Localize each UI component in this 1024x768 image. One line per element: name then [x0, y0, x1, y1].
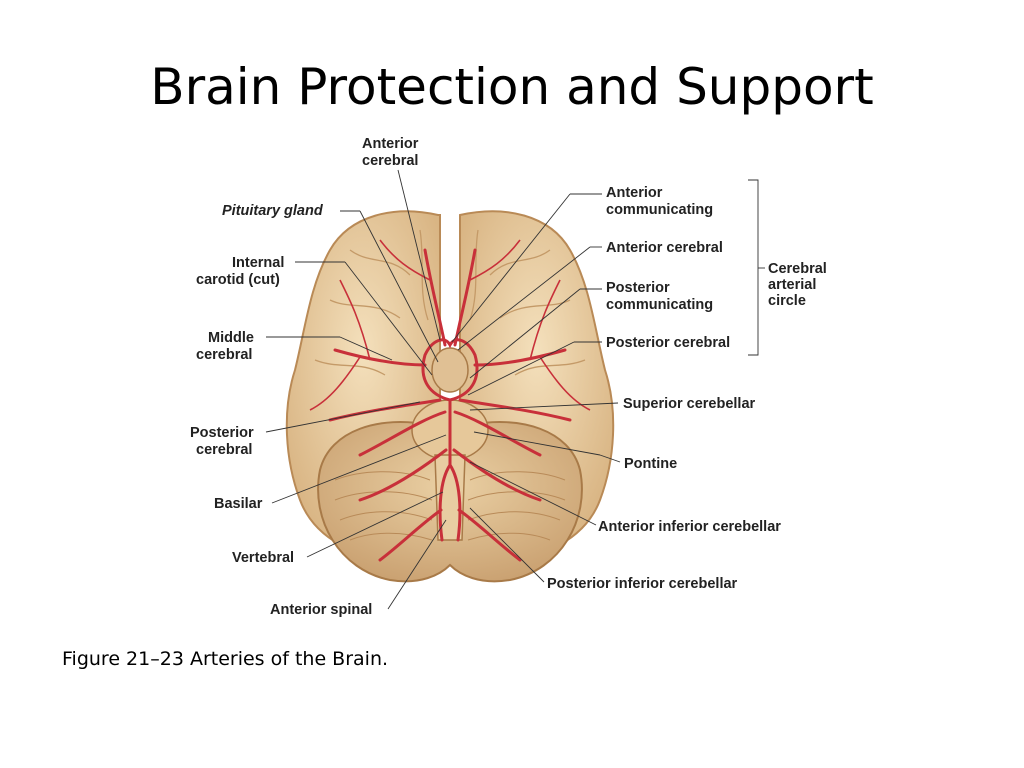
figure-caption: Figure 21–23 Arteries of the Brain. [62, 648, 389, 670]
aica-right [452, 448, 542, 502]
middle-cerebral-artery-right [473, 348, 567, 367]
label-vertebral: Vertebral [232, 550, 294, 566]
label-posterior-inferior-cerebellar: Posterior inferior cerebellar [547, 576, 738, 592]
superior-cerebellar-left [358, 410, 447, 457]
pica-left [378, 508, 443, 562]
aica-left [358, 448, 448, 502]
label-posterior-cerebral-left: Posterior cerebral [190, 425, 258, 458]
label-pituitary-gland: Pituitary gland [222, 203, 324, 219]
label-superior-cerebellar: Superior cerebellar [623, 396, 756, 412]
anterior-cerebral-artery-left [423, 248, 447, 347]
label-posterior-cerebral-right: Posterior cerebral [606, 335, 730, 351]
superior-cerebellar-right [453, 410, 542, 457]
middle-cerebral-artery-left [333, 348, 427, 367]
label-anterior-communicating: Anterior communicating [606, 185, 713, 218]
label-cerebral-arterial-circle: Cerebral arterial circle [768, 261, 831, 309]
label-anterior-cerebral-right: Anterior cerebral [606, 240, 723, 256]
pituitary-gland-shape [431, 347, 469, 393]
anterior-cerebral-artery-right [453, 248, 477, 347]
label-pontine: Pontine [624, 456, 677, 472]
label-middle-cerebral: Middle cerebral [196, 330, 258, 363]
pica-right [457, 508, 522, 562]
slide-title: Brain Protection and Support [150, 58, 874, 116]
leader-lines [265, 169, 765, 610]
label-anterior-spinal: Anterior spinal [270, 602, 372, 618]
label-internal-carotid: Internal carotid (cut) [196, 255, 288, 288]
label-basilar: Basilar [214, 496, 263, 512]
label-posterior-communicating: Posterior communicating [606, 280, 713, 313]
label-anterior-cerebral-top: Anterior cerebral [362, 136, 422, 169]
vertebral-artery-right [448, 463, 462, 542]
label-anterior-inferior-cerebellar: Anterior inferior cerebellar [598, 519, 781, 535]
brain-illustration [285, 210, 615, 583]
circle-of-willis [421, 338, 479, 402]
vertebral-artery-left [438, 463, 452, 542]
